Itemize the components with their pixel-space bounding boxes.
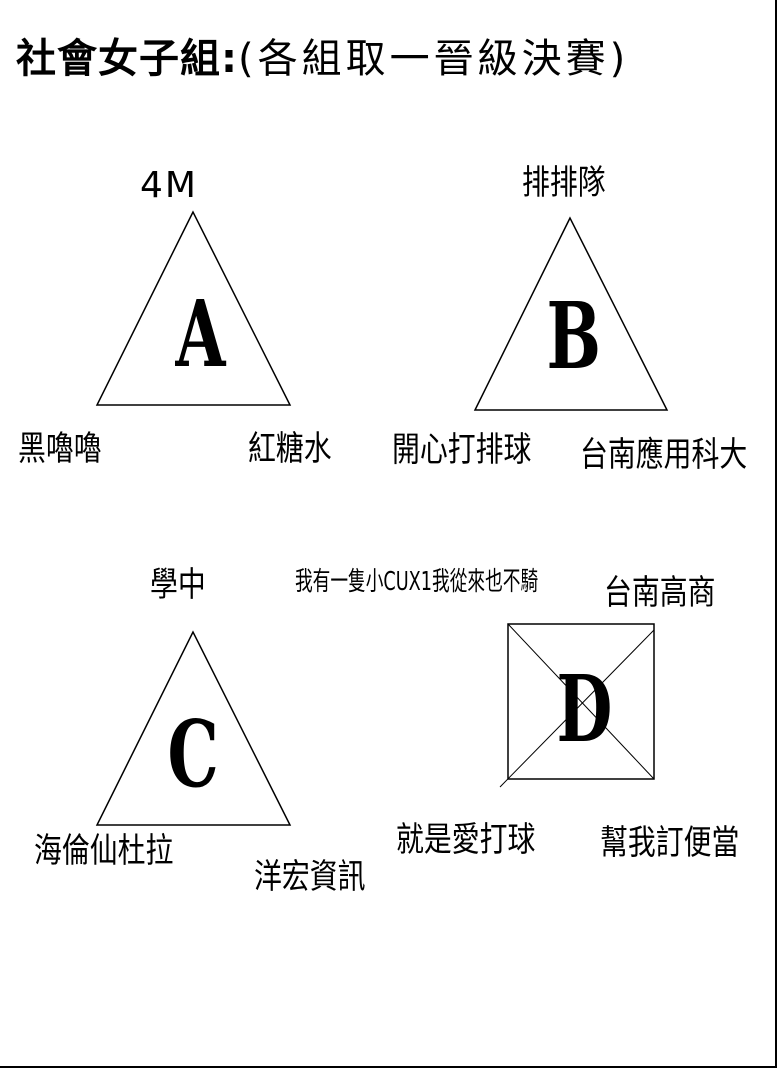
group-d-team-bottom-left: 就是愛打球 [396, 820, 536, 860]
group-b-team-left: 開心打排球 [392, 430, 532, 470]
group-a-team-right: 紅糖水 [248, 429, 332, 469]
group-d-letter: D [556, 655, 613, 763]
group-c-team-top: 學中 [150, 565, 206, 605]
group-c-triangle [95, 630, 292, 826]
group-b-team-right: 台南應用科大 [580, 435, 748, 475]
group-a-team-top: 4M [140, 165, 198, 206]
title-subtitle: (各組取一晉級決賽) [238, 36, 630, 82]
group-d-team-top-left: 我有一隻小CUX1我從來也不騎 [295, 567, 539, 597]
group-d-team-bottom-right: 幫我訂便當 [600, 823, 740, 863]
group-d-team-top-right: 台南高商 [604, 573, 716, 613]
group-b-team-top: 排排隊 [522, 163, 606, 203]
group-d-diagonal-2 [499, 629, 655, 788]
group-d-square [507, 623, 655, 780]
title-main: 社會女子組: [16, 36, 238, 82]
group-b-triangle [473, 216, 669, 411]
group-b-letter: B [546, 282, 601, 390]
page-title: 社會女子組:(各組取一晉級決賽) [16, 26, 629, 84]
group-a-triangle [95, 210, 292, 406]
group-c-team-right: 洋宏資訊 [254, 857, 366, 897]
group-c-letter: C [167, 700, 219, 808]
group-a-letter: A [175, 280, 226, 388]
group-d-diagonal-1 [507, 623, 655, 780]
group-a-team-left: 黑嚕嚕 [18, 429, 102, 469]
group-c-team-left: 海倫仙杜拉 [34, 831, 174, 871]
